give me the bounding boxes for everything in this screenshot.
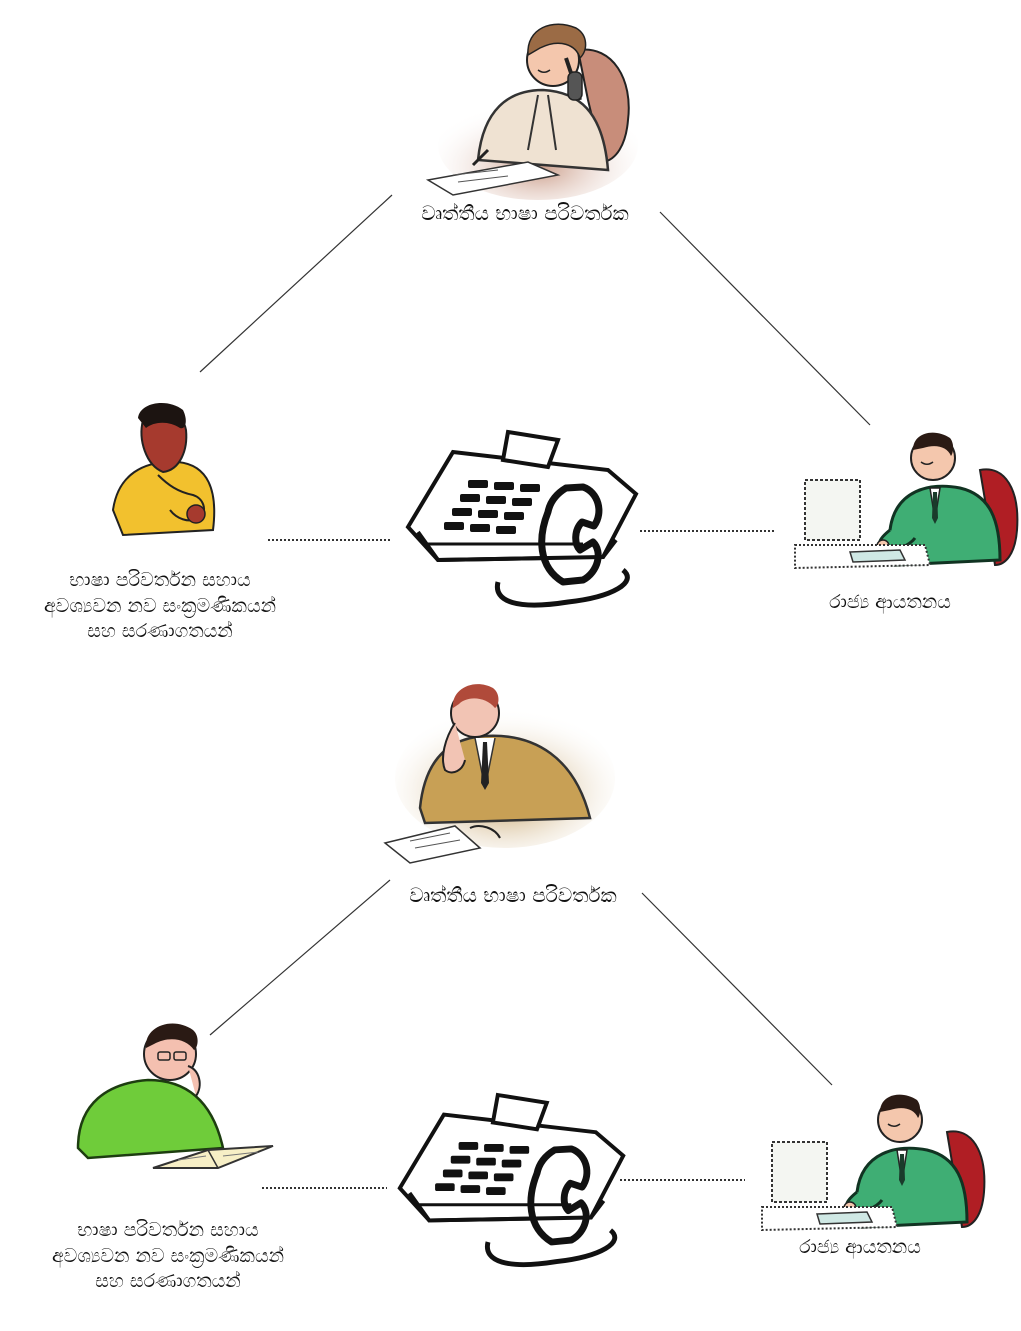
desk-telephone-icon (408, 432, 636, 605)
connector-interpreter-client (209, 879, 391, 1036)
migrant-woman-icon (111, 403, 216, 537)
officer-at-desk-icon (760, 1093, 986, 1232)
connector-interpreter-agency (659, 211, 871, 426)
connector-interpreter-agency (641, 892, 833, 1086)
interpreter-man-on-phone-icon (383, 684, 615, 864)
interpreter-label-bottom: වෘත්තීය භාෂා පරිවර්තක (378, 882, 648, 909)
officer-at-desk-icon (793, 431, 1019, 570)
connector-interpreter-client (199, 194, 393, 373)
agency-label-text: රාජ්‍ය ආයතනය (829, 591, 951, 613)
agency-label-bottom: රාජ්‍ය ආයතනය (760, 1235, 960, 1261)
agency-label-top: රාජ්‍ය ආයතනය (790, 590, 990, 616)
client-label-line-1: භාෂා පරිවර්තන සහාය (69, 569, 251, 591)
interpreter-label-top: වෘත්තීය භාෂා පරිවර්තක (390, 200, 660, 227)
interpreter-label-text: වෘත්තීය භාෂා පරිවර්තක (421, 201, 629, 225)
client-label-line-3: සහ සරණාගතයන් (87, 620, 233, 643)
client-label-line-1: භාෂා පරිවර්තන සහාය (77, 1219, 259, 1241)
migrant-man-reading-icon (76, 1023, 274, 1169)
interpreter-label-text: වෘත්තීය භාෂා පරිවර්තක (409, 883, 617, 907)
client-label-line-3: සහ සරණාගතයන් (95, 1270, 241, 1293)
client-label-line-2: අවශ්‍යවන නව සංක්‍රමණිකයන් (51, 1244, 285, 1267)
client-label-line-2: අවශ්‍යවන නව සංක්‍රමණිකයන් (43, 594, 277, 617)
connector-lines-bottom (209, 879, 833, 1189)
interpreter-woman-on-phone-icon (425, 23, 638, 200)
desk-telephone-icon (400, 1095, 623, 1265)
agency-label-text: රාජ්‍ය ආයතනය (799, 1236, 921, 1258)
client-label-top: භාෂා පරිවර්තන සහාය අවශ්‍යවන නව සංක්‍රමණි… (0, 568, 320, 645)
client-label-bottom: භාෂා පරිවර්තන සහාය අවශ්‍යවන නව සංක්‍රමණි… (8, 1218, 328, 1295)
connector-lines-top (199, 194, 871, 541)
